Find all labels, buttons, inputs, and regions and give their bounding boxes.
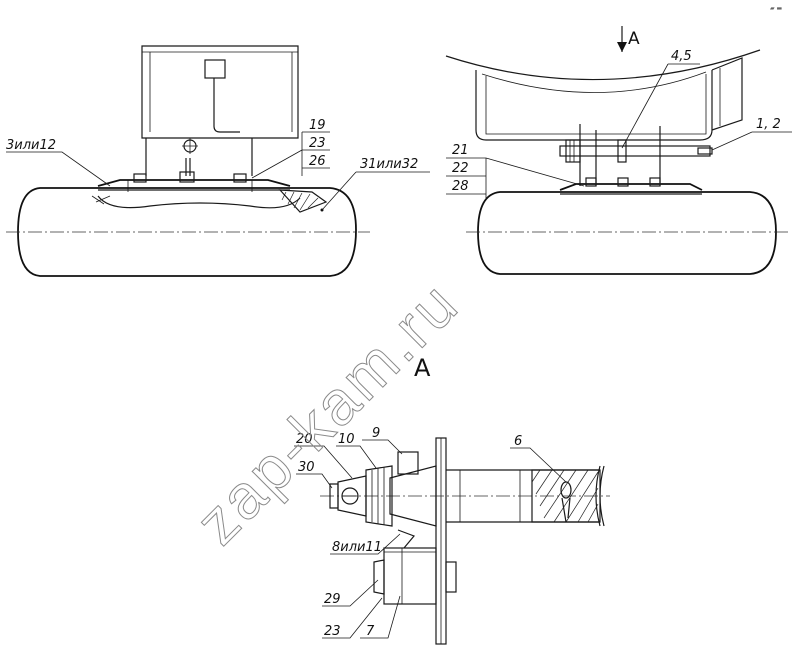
callout-8or11: 8или11 [332, 540, 382, 555]
right-frame [445, 49, 761, 141]
callout-31or32: 31или32 [360, 157, 418, 172]
callout-21: 21 [452, 143, 469, 158]
left-plate [97, 171, 291, 192]
corner-mark: ▰ ▬ [770, 5, 783, 12]
right-rod [559, 124, 713, 186]
detail-plate [435, 437, 447, 645]
callout-20: 20 [296, 432, 313, 447]
callout-4-5: 4,5 [671, 49, 692, 64]
detail-lower-bracket [373, 529, 457, 605]
callout-29: 29 [324, 592, 341, 607]
callout-3or12: 3или12 [6, 138, 56, 153]
left-view: 3или12 19 23 26 31или32 [6, 45, 430, 277]
callout-28: 28 [452, 179, 469, 194]
callout-7: 7 [366, 624, 375, 639]
left-leaders [6, 131, 430, 211]
left-frame [141, 45, 299, 176]
callout-22: 22 [452, 161, 469, 176]
callout-30: 30 [298, 460, 315, 475]
detail-view-label: A [414, 354, 431, 382]
right-tyre [466, 191, 790, 275]
callout-6: 6 [514, 434, 522, 449]
detail-view: 20 10 9 6 30 8или11 29 23 7 [294, 426, 610, 645]
view-arrow-a [617, 26, 627, 52]
callout-9: 9 [372, 426, 380, 441]
detail-leaders [294, 439, 567, 639]
left-tyre-hatch [281, 191, 319, 211]
right-leaders [446, 63, 792, 198]
detail-hub [329, 451, 437, 527]
callout-23: 23 [309, 136, 326, 151]
callout-26: 26 [309, 154, 326, 169]
view-arrow-label: A [628, 29, 640, 49]
callout-1-2: 1, 2 [756, 117, 781, 132]
detail-shaft-hatch [531, 469, 599, 523]
right-plate [559, 177, 703, 195]
left-tyre [6, 187, 370, 277]
detail-shaft [320, 465, 610, 527]
callout-19: 19 [309, 118, 326, 133]
callout-10: 10 [338, 432, 355, 447]
callout-23-detail: 23 [324, 624, 341, 639]
right-view: A 4,5 1, 2 [445, 26, 792, 275]
watermark: zap-kam.ru [183, 269, 472, 558]
